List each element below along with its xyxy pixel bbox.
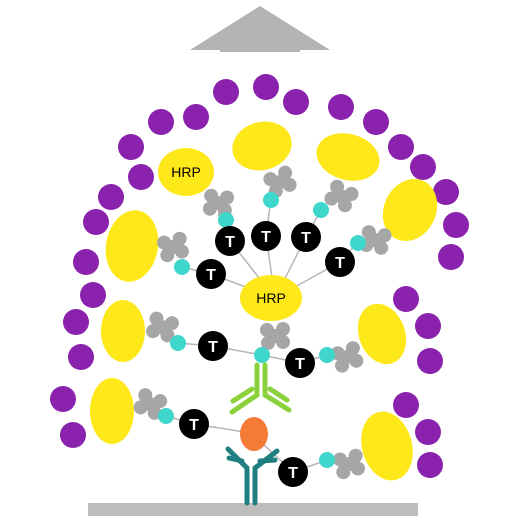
tyramide-label: T (301, 230, 311, 247)
deposit-dot (415, 419, 441, 445)
deposit-dot (63, 309, 89, 335)
binding-proteins (133, 165, 392, 480)
linker-dot (263, 192, 279, 208)
tyramide-label: T (261, 229, 271, 246)
tyramide-label: T (225, 234, 235, 251)
tyramide-label: T (335, 255, 345, 272)
linker-dot (158, 408, 174, 424)
hrp-enzyme (105, 210, 159, 282)
deposit-dot (128, 164, 154, 190)
streptavidin-icon (333, 448, 365, 480)
deposit-dot (148, 109, 174, 135)
linker-dot (319, 452, 335, 468)
linker-dot (350, 235, 366, 251)
linker-dots (158, 192, 366, 468)
hrp-enzyme-center (240, 275, 302, 321)
tyramide-node: T (285, 348, 315, 378)
hrp-enzyme (382, 178, 438, 242)
tyramide-node: T (179, 409, 209, 439)
deposit-dot (213, 79, 239, 105)
hrp-enzyme (90, 378, 134, 444)
tyramide-label: T (208, 339, 218, 356)
deposit-dot (393, 286, 419, 312)
deposit-dot (415, 313, 441, 339)
tyramide-node: T (325, 247, 355, 277)
streptavidin-icon (260, 322, 290, 350)
hrp-enzyme (232, 121, 292, 171)
surface-bar (88, 503, 418, 516)
tyramide-node: T (251, 221, 281, 251)
hrp-label-center: HRP (256, 290, 286, 306)
streptavidin-icon (330, 341, 364, 373)
streptavidin-icon (146, 311, 179, 343)
tyramide-node: T (278, 457, 308, 487)
deposit-dot (433, 179, 459, 205)
tyramide-node: T (291, 222, 321, 252)
deposit-dots (50, 74, 469, 478)
deposit-dot (68, 344, 94, 370)
secondary-antibody-icon (229, 362, 292, 415)
hrp-enzyme-top-left (158, 148, 214, 196)
tyramide-label: T (206, 267, 216, 284)
linker-dot (254, 347, 270, 363)
streptavidin-icon (157, 231, 189, 263)
hrp-enzyme (361, 411, 413, 481)
deposit-dot (98, 184, 124, 210)
deposit-dot (183, 104, 209, 130)
deposit-dot (118, 134, 144, 160)
tyramide-label: T (189, 417, 199, 434)
deposit-dot (443, 212, 469, 238)
deposit-dot (60, 422, 86, 448)
deposit-dot (417, 348, 443, 374)
tyramide-node: T (198, 331, 228, 361)
linker-dot (313, 202, 329, 218)
deposit-dot (73, 249, 99, 275)
tyramide-node: T (196, 259, 226, 289)
streptavidin-icon (359, 225, 392, 255)
deposit-dot (83, 209, 109, 235)
hrp-enzyme (101, 300, 145, 362)
tyramide-label: T (295, 356, 305, 373)
deposit-dot (410, 154, 436, 180)
hrp-label-top: HRP (171, 164, 201, 180)
streptavidin-icon (324, 179, 359, 213)
deposit-dot (417, 452, 443, 478)
primary-antibody-icon (225, 446, 280, 506)
linker-dot (170, 335, 186, 351)
deposit-dot (388, 134, 414, 160)
up-arrow-icon (190, 6, 330, 52)
deposit-dot (438, 244, 464, 270)
deposit-dot (50, 386, 76, 412)
deposit-dot (363, 109, 389, 135)
deposit-dot (253, 74, 279, 100)
deposit-dot (393, 392, 419, 418)
antigen (240, 417, 268, 451)
deposit-dot (80, 282, 106, 308)
linker-dot (174, 259, 190, 275)
tyramide-nodes: T T T T T T T T (179, 221, 355, 487)
hrp-enzymes (90, 121, 438, 481)
linker-dot (319, 347, 335, 363)
linker-dot (218, 212, 234, 228)
deposit-dot (328, 94, 354, 120)
deposit-dot (283, 89, 309, 115)
tyramide-label: T (288, 465, 298, 482)
tyramide-node: T (215, 226, 245, 256)
hrp-enzyme (316, 133, 380, 181)
hrp-enzyme (357, 303, 407, 365)
